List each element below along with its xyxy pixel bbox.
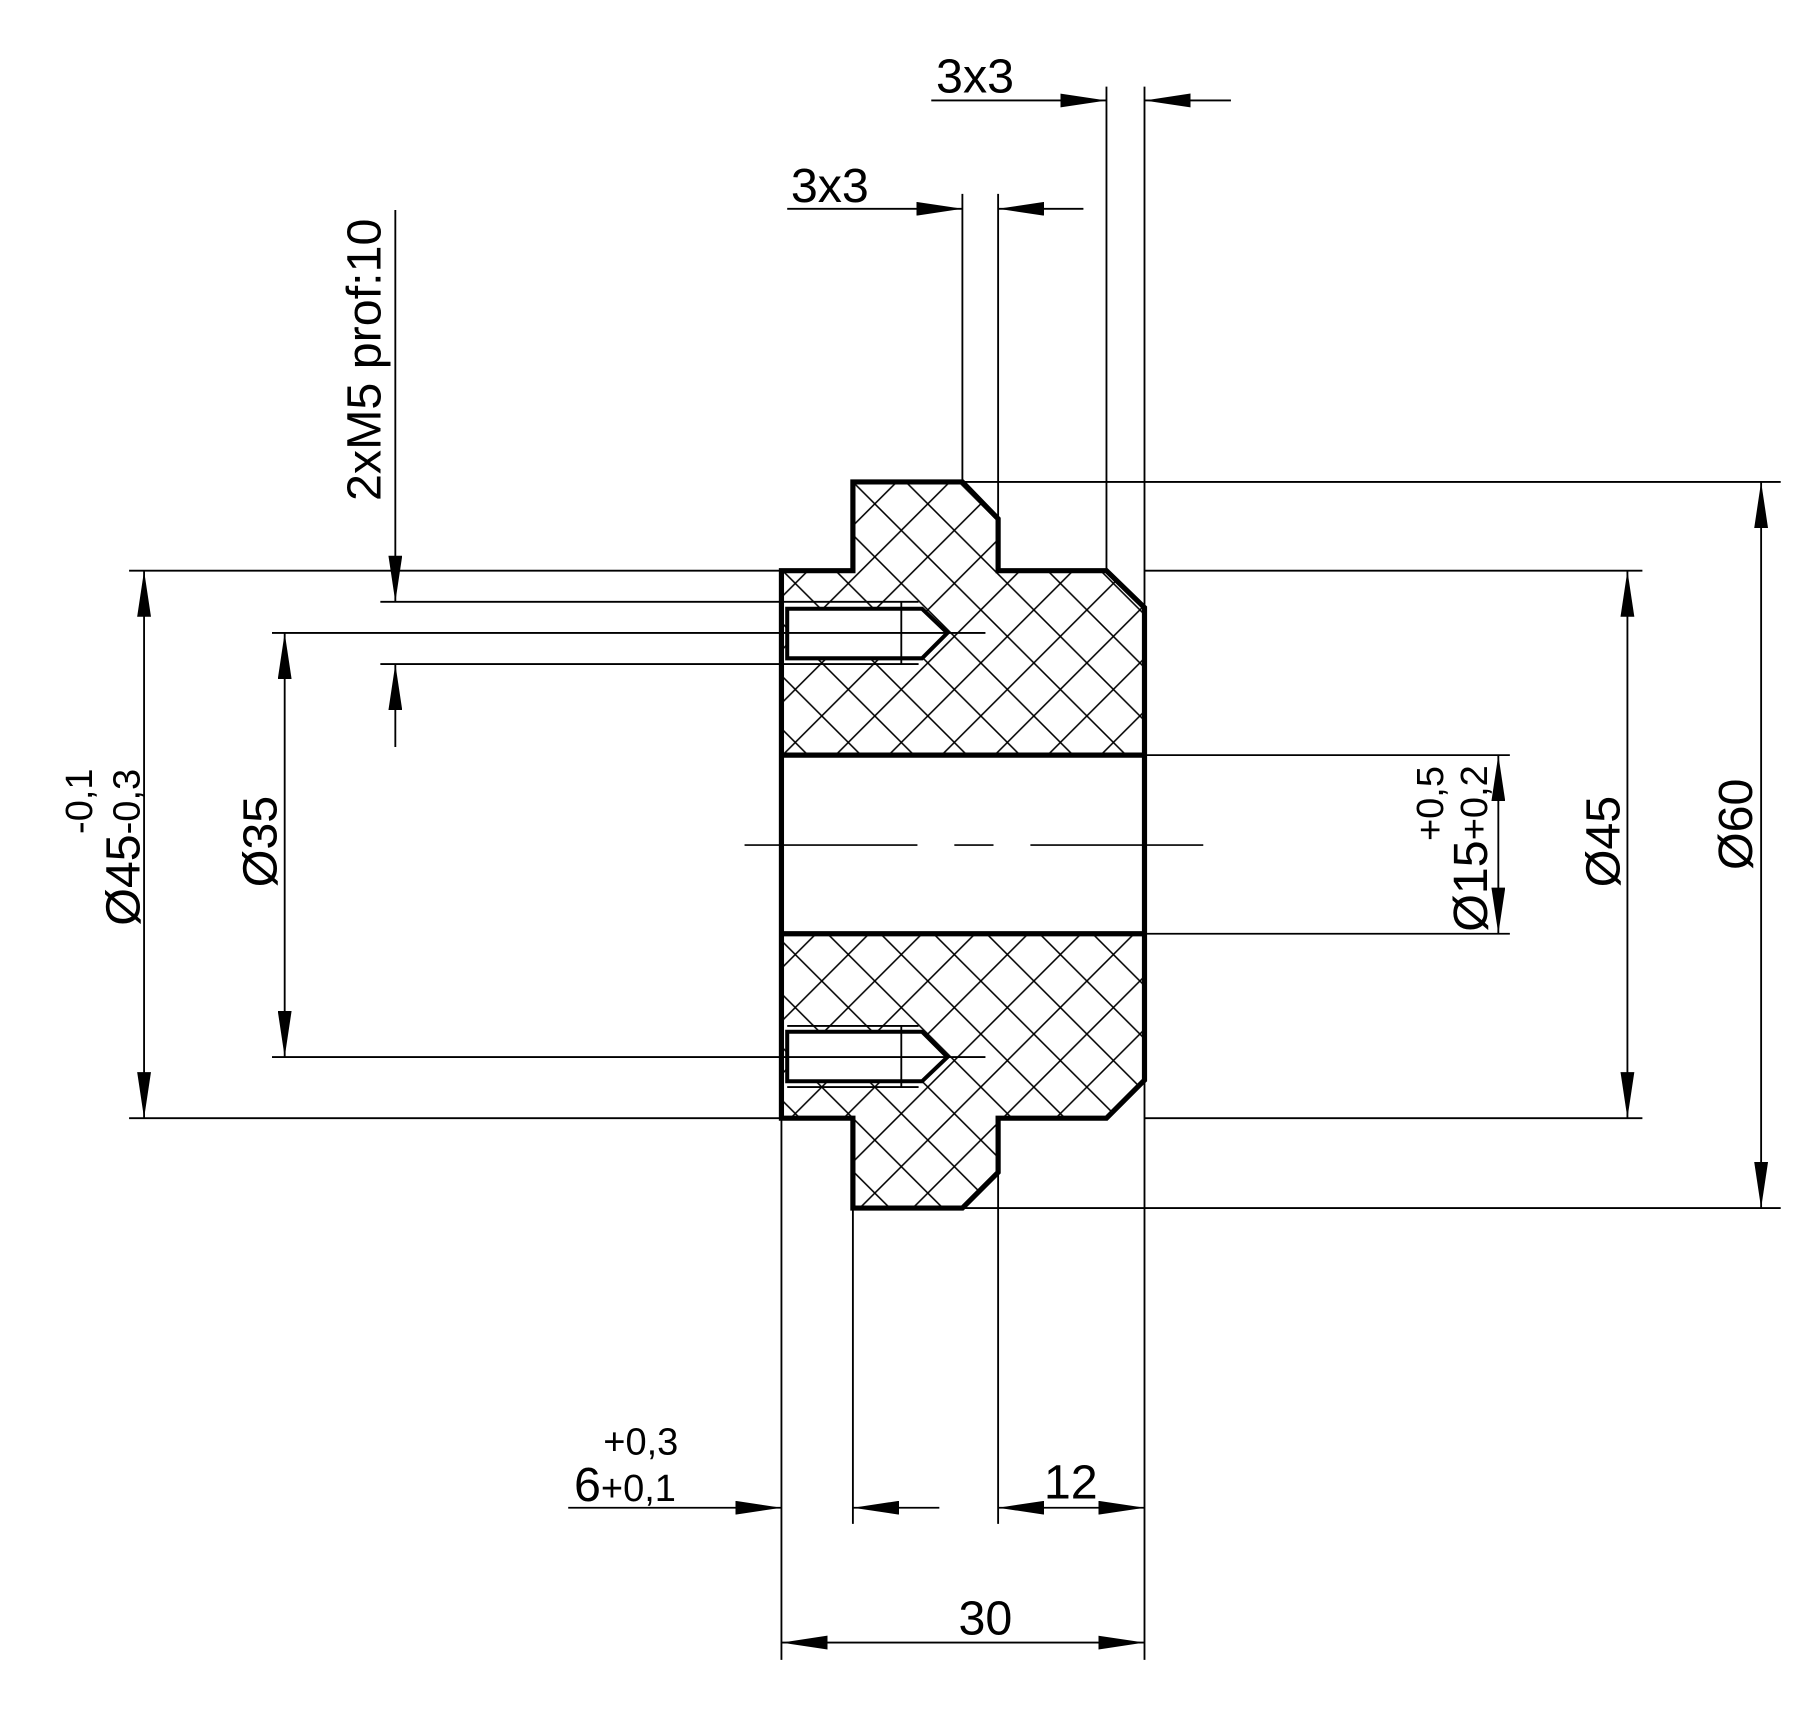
extension-lines: [129, 86, 1781, 1660]
label-hub-length: 12: [1044, 1456, 1098, 1510]
label-dia-bore: Ø15+0,2: [1444, 765, 1498, 932]
label-dia-bore-upper-tol: +0,5: [1410, 766, 1452, 841]
label-thread-note: 2xM5 prof:10: [337, 219, 391, 501]
label-dia-right: Ø45: [1576, 796, 1630, 887]
label-chamfer-flange: 3x3: [791, 159, 869, 213]
part-outline: [778, 479, 1148, 1211]
label-dia-left: Ø45-0,3: [96, 769, 150, 926]
label-dia-bore-lower-tol: +0,2: [1454, 765, 1496, 840]
label-dia-left-lower-tol: -0,3: [106, 769, 148, 835]
label-dia-left-upper-tol: -0,1: [59, 768, 101, 834]
label-dia-left-main: Ø45: [96, 834, 150, 925]
label-flange-width-upper-tol: +0,3: [603, 1422, 678, 1464]
label-flange-width-main: 6: [574, 1458, 601, 1512]
dimension-texts: 3x3 3x3 2xM5 prof:10 Ø45-0,3 -0,1 Ø35 Ø1…: [59, 49, 1763, 1645]
hatch-upper-region: [781, 481, 1145, 756]
label-total-length: 30: [959, 1592, 1013, 1646]
section-hatching: [781, 481, 1145, 1209]
label-flange-width: 6+0,1: [574, 1458, 676, 1512]
hatch-lower-region: [781, 933, 1145, 1209]
label-dia-bolt-circle: Ø35: [234, 796, 288, 887]
label-flange-width-lower-tol: +0,1: [601, 1468, 676, 1510]
dimension-lines: [137, 93, 1769, 1650]
label-dia-bore-main: Ø15: [1444, 840, 1498, 931]
label-dia-flange: Ø60: [1709, 779, 1763, 870]
label-chamfer-outer: 3x3: [936, 49, 1014, 103]
